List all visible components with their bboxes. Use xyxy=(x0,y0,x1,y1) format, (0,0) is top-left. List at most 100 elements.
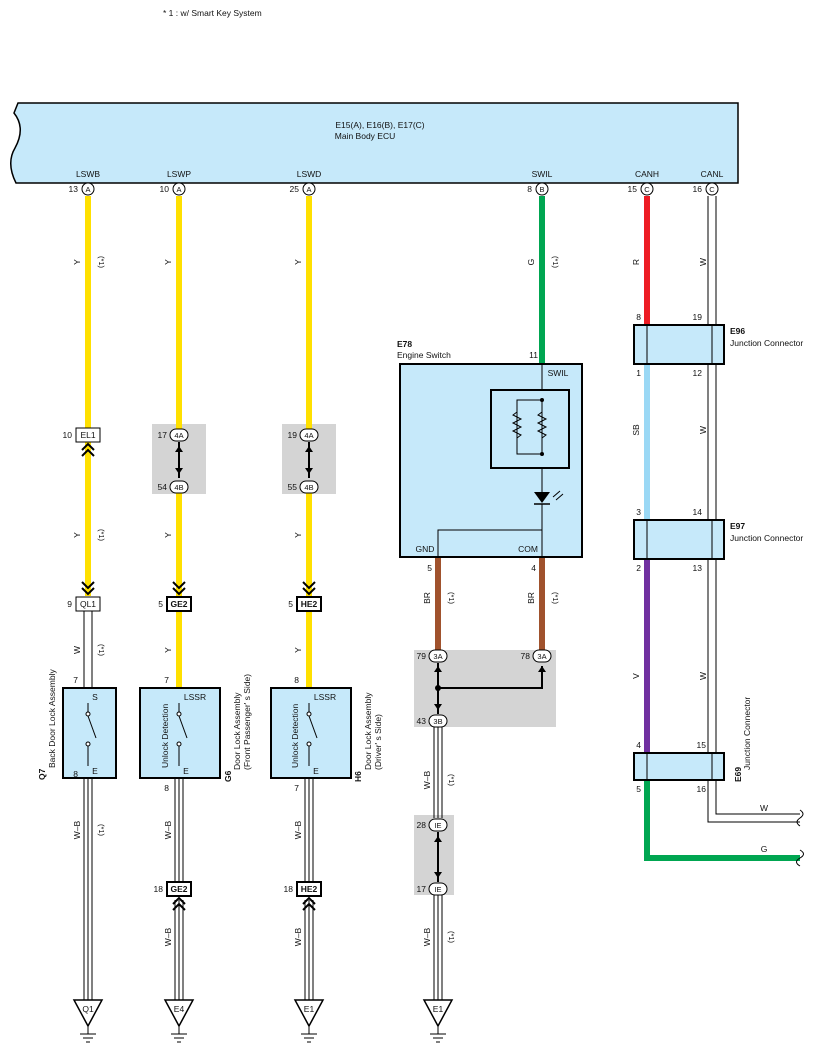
ecu-pin-swil: 8 B xyxy=(527,182,549,196)
svg-text:S: S xyxy=(92,692,98,702)
svg-text:5: 5 xyxy=(158,599,163,609)
wire-label-w: W xyxy=(698,426,708,434)
svg-text:GE2: GE2 xyxy=(170,599,187,609)
connector-4a-4b-passenger: 17 4A 54 4B xyxy=(158,428,189,494)
svg-text:8: 8 xyxy=(164,783,169,793)
component-q7-code: Q7 xyxy=(37,768,47,780)
wire-note: (*1) xyxy=(97,256,106,269)
wire-label-br: BR xyxy=(526,592,536,604)
svg-text:43: 43 xyxy=(417,716,427,726)
svg-text:HE2: HE2 xyxy=(301,599,318,609)
svg-text:C: C xyxy=(709,185,715,194)
wire-label-wb: W–B xyxy=(72,820,82,839)
wire-3b-wb xyxy=(433,727,443,1000)
svg-text:4B: 4B xyxy=(304,483,313,492)
svg-text:13: 13 xyxy=(693,563,703,573)
junction-e96-code: E96 xyxy=(730,326,745,336)
svg-text:14: 14 xyxy=(693,507,703,517)
wire-label-w: W xyxy=(698,258,708,266)
svg-text:8: 8 xyxy=(73,769,78,779)
connector-4a-4b-driver: 19 4A 55 4B xyxy=(288,428,319,494)
component-h6-code: H6 xyxy=(353,771,363,782)
wire-label-y: Y xyxy=(293,532,303,538)
main-body-ecu: E15(A), E16(B), E17(C) Main Body ECU xyxy=(10,102,739,184)
svg-text:GE2: GE2 xyxy=(170,884,187,894)
wire-note: (*1) xyxy=(447,592,456,605)
svg-text:28: 28 xyxy=(417,820,427,830)
component-e78-engine-switch: E78 Engine Switch 11 SWIL GND COM 5 4 xyxy=(397,339,583,573)
svg-text:4: 4 xyxy=(636,740,641,750)
wire-label-sb: SB xyxy=(631,424,641,436)
svg-text:3: 3 xyxy=(636,507,641,517)
ecu-title: E15(A), E16(B), E17(C) xyxy=(335,120,424,130)
component-g6-sub: (Front Passenger' s Side) xyxy=(242,674,252,770)
svg-text:7: 7 xyxy=(294,783,299,793)
svg-text:QL1: QL1 xyxy=(80,599,96,609)
wire-note: (*1) xyxy=(97,529,106,542)
junction-e97: 3 14 2 13 E97 Junction Connector xyxy=(633,507,803,573)
wire-label-y: Y xyxy=(293,259,303,265)
svg-text:10: 10 xyxy=(63,430,73,440)
svg-text:3A: 3A xyxy=(537,652,546,661)
svg-text:5: 5 xyxy=(636,784,641,794)
ground-e4: E4 xyxy=(163,999,195,1043)
svg-text:3A: 3A xyxy=(433,652,442,661)
wire-h6-wb xyxy=(304,778,314,1000)
ecu-pin-canh: 15 C xyxy=(628,182,654,196)
component-e78-code: E78 xyxy=(397,339,412,349)
svg-text:HE2: HE2 xyxy=(301,884,318,894)
svg-text:7: 7 xyxy=(164,675,169,685)
svg-text:8: 8 xyxy=(636,312,641,322)
connector-he2-top: 5 HE2 xyxy=(288,581,322,612)
wire-label-wb: W–B xyxy=(422,770,432,789)
pin-label-swil: SWIL xyxy=(532,169,553,179)
svg-text:19: 19 xyxy=(693,312,703,322)
connector-he2-bottom: 18 HE2 xyxy=(284,881,322,911)
svg-text:5: 5 xyxy=(288,599,293,609)
svg-text:54: 54 xyxy=(158,482,168,492)
component-q7-back-door-lock: 7 S E 8 Q7 Back Door Lock Assembly xyxy=(37,669,117,780)
component-q7-name: Back Door Lock Assembly xyxy=(47,669,57,768)
ecu-pin-lswb: 13 A xyxy=(69,182,95,196)
connector-ge2-bottom: 18 GE2 xyxy=(154,881,192,911)
svg-text:A: A xyxy=(85,185,90,194)
svg-text:18: 18 xyxy=(154,884,164,894)
ground-q1: Q1 xyxy=(72,999,104,1043)
wire-note: (*1) xyxy=(551,256,560,269)
wire-label-g: G xyxy=(526,259,536,266)
svg-text:E: E xyxy=(313,766,319,776)
junction-e69-code: E69 xyxy=(733,767,743,782)
ecu-pin-lswp: 10 A xyxy=(160,182,186,196)
wire-label-y: Y xyxy=(163,532,173,538)
wire-canh-green xyxy=(644,780,800,861)
wire-label-r: R xyxy=(631,259,641,265)
svg-text:15: 15 xyxy=(628,184,638,194)
wire-label-y: Y xyxy=(293,647,303,653)
svg-text:8: 8 xyxy=(294,675,299,685)
ecu-subtitle: Main Body ECU xyxy=(335,131,395,141)
svg-text:C: C xyxy=(644,185,650,194)
connector-3a-3b: 79 3A 78 3A 43 3B xyxy=(417,649,552,728)
svg-text:18: 18 xyxy=(284,884,294,894)
component-h6-door-lock-driver: 8 LSSR E Unlock Detection 7 H6 Door Lock… xyxy=(270,675,383,793)
wire-label-w: W xyxy=(698,672,708,680)
svg-text:5: 5 xyxy=(427,563,432,573)
wire-label-v: V xyxy=(631,673,641,679)
svg-text:E: E xyxy=(92,766,98,776)
svg-text:LSSR: LSSR xyxy=(184,692,206,702)
svg-text:17: 17 xyxy=(417,884,427,894)
svg-text:12: 12 xyxy=(693,368,703,378)
pin-label-canl: CANL xyxy=(701,169,724,179)
pin-label-lswp: LSWP xyxy=(167,169,191,179)
wire-label-y: Y xyxy=(72,532,82,538)
svg-text:78: 78 xyxy=(521,651,531,661)
svg-text:A: A xyxy=(306,185,311,194)
svg-text:SWIL: SWIL xyxy=(548,368,569,378)
wire-q7-white xyxy=(83,610,93,688)
wire-label-wb: W–B xyxy=(422,927,432,946)
svg-text:EL1: EL1 xyxy=(80,430,95,440)
component-h6-sub: (Driver' s Side) xyxy=(373,714,383,770)
svg-text:A: A xyxy=(176,185,181,194)
